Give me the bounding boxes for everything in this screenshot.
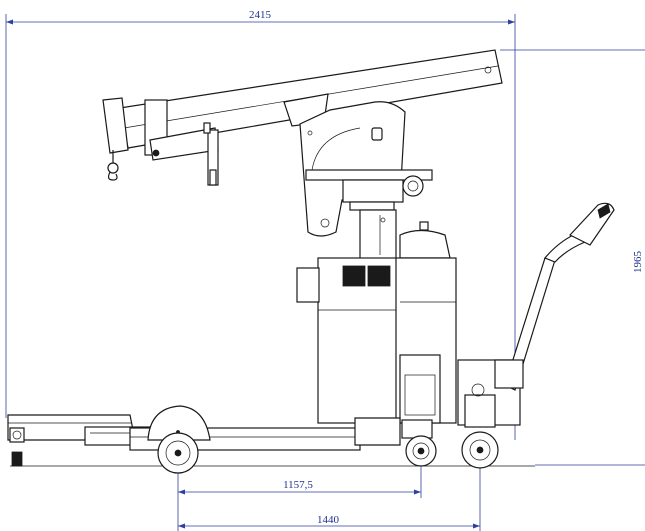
wheelbase-outer-label: 1440: [317, 514, 340, 526]
handle-grip-icon: [569, 202, 615, 246]
dimension-overall-length: 2415: [5, 9, 516, 440]
wheelbase-inner-label: 1157,5: [283, 479, 313, 491]
dimension-wheelbase-outer: 1440: [177, 455, 481, 531]
overall-height-label: 1965: [632, 251, 644, 274]
boom-pivot-housing: [283, 93, 433, 237]
chassis: [7, 405, 401, 467]
middle-caster-wheel: [401, 419, 437, 467]
tiller-handle: [494, 202, 615, 391]
hook-icon: [107, 150, 119, 181]
overall-length-label: 2415: [249, 9, 272, 21]
machine-body: [296, 257, 457, 424]
dimension-wheelbase-inner: 1157,5: [177, 462, 422, 498]
dimension-overall-height: 1965: [500, 49, 645, 466]
front-wheel: [157, 432, 199, 474]
mast: [359, 209, 451, 261]
